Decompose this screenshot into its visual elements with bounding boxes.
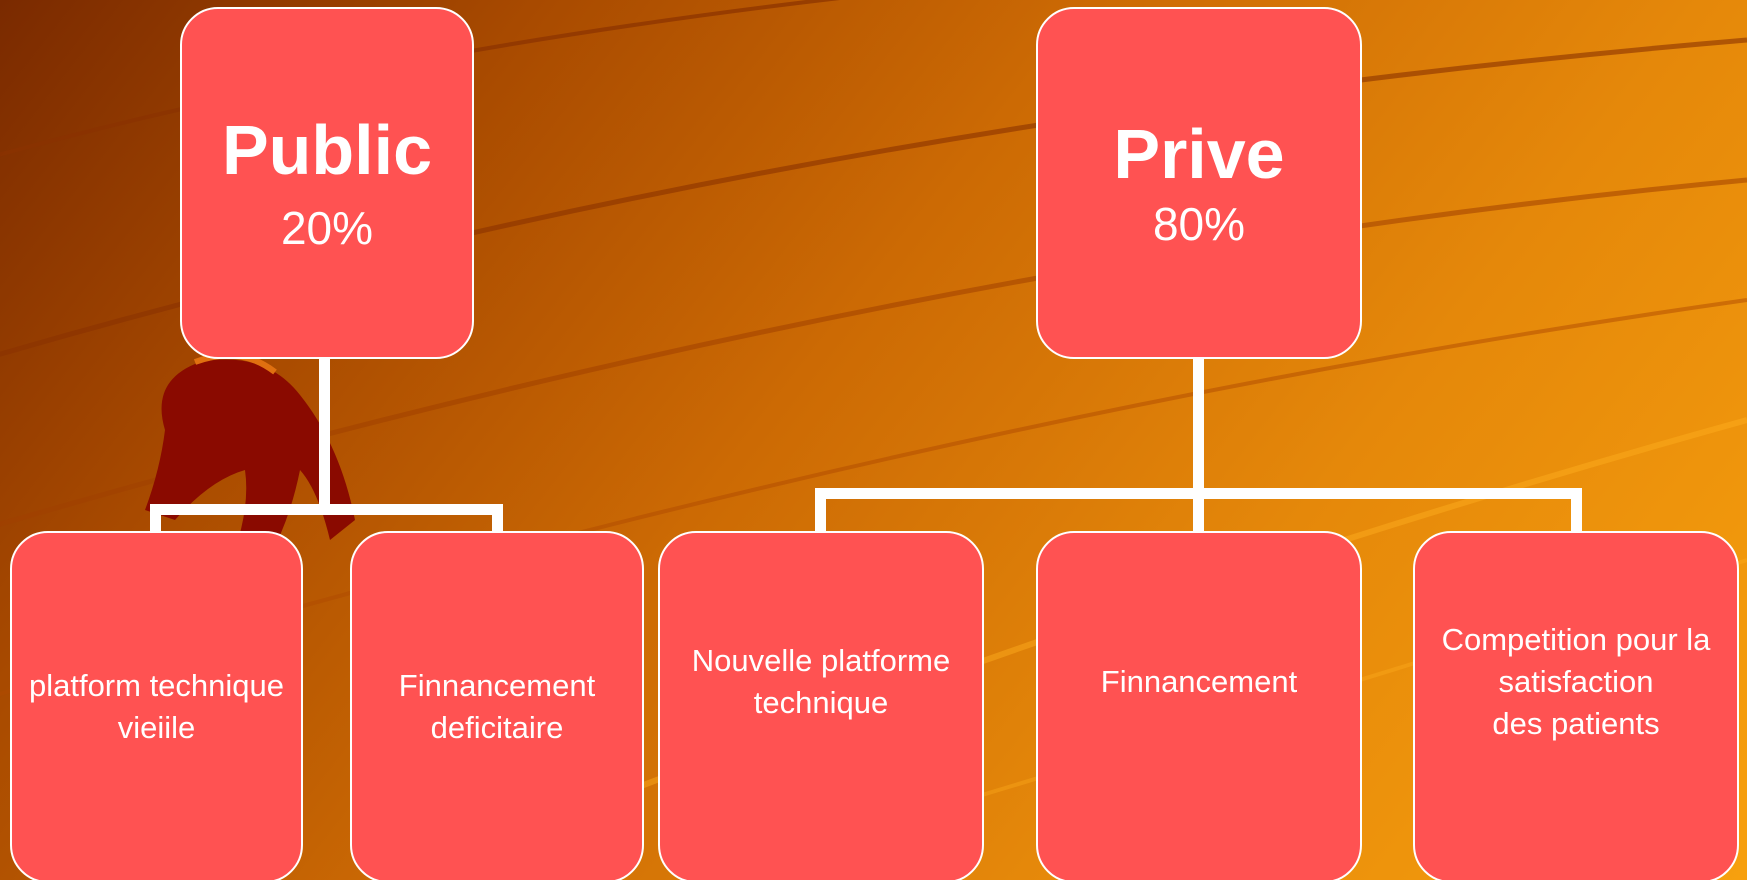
connector-prive-drop-right [1571,488,1582,533]
connector-prive-drop-left [815,488,826,533]
node-label: platform technique vieiile [28,668,285,745]
connector-prive-horizontal [815,488,1582,499]
node-prive: Prive 80% [1036,7,1362,359]
node-label: Competition pour la satisfaction des pat… [1441,622,1711,741]
node-competition-satisfaction-patients: Competition pour la satisfaction des pat… [1413,531,1739,880]
node-public-percent: 20% [280,202,374,254]
connector-public-drop-left [150,504,161,534]
node-label: Finnancement [1100,664,1298,700]
node-public: Public 20% [180,7,474,359]
connector-public-drop-right [492,504,503,534]
node-financement-deficitaire: Finnancement deficitaire [350,531,644,880]
node-prive-title: Prive [1113,115,1285,193]
connector-prive-vertical [1193,357,1204,533]
node-prive-percent: 80% [1152,198,1246,250]
node-label: Nouvelle platforme technique [691,643,951,720]
node-nouvelle-platforme-technique: Nouvelle platforme technique [658,531,984,880]
node-financement: Finnancement [1036,531,1362,880]
connector-public-vertical [319,357,330,507]
node-label: Finnancement deficitaire [398,668,596,745]
connector-public-horizontal [150,504,503,515]
node-platform-technique-vieille: platform technique vieiile [10,531,303,880]
node-public-title: Public [221,111,433,189]
